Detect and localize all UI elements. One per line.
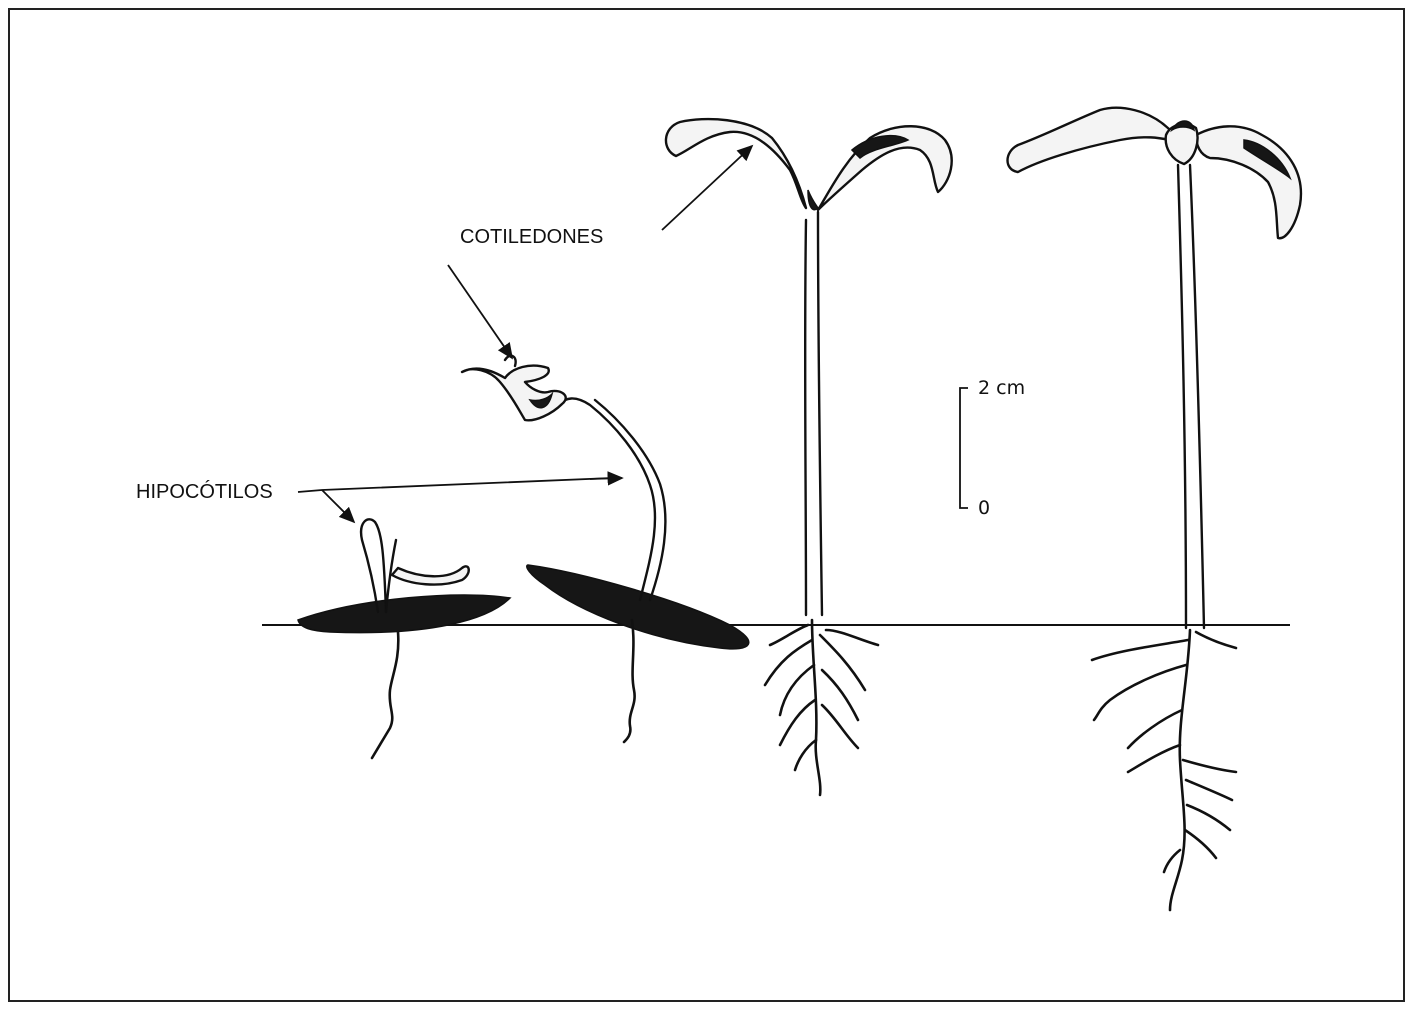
hypocotyls-arrow-right xyxy=(590,478,622,479)
cotyledons-arrow-down xyxy=(448,265,512,358)
root-1 xyxy=(372,632,398,758)
cotyledons-label: COTILEDONES xyxy=(460,226,603,248)
seed-2 xyxy=(527,565,749,649)
hypocotyls-arrow-left xyxy=(322,490,354,522)
seedling-stage-1 xyxy=(298,519,510,758)
hypocotyls-bracket xyxy=(298,478,612,492)
seed-1 xyxy=(298,595,510,633)
root-3 xyxy=(765,620,878,795)
cotyledon-2 xyxy=(462,366,566,421)
scale-bar: 2 cm 0 xyxy=(960,377,1025,519)
hypocotyls-label: HIPOCÓTILOS xyxy=(136,480,273,503)
scale-top-label: 2 cm xyxy=(978,377,1025,399)
root-4 xyxy=(1092,630,1236,910)
cotyledon-3-left xyxy=(666,119,806,208)
seedling-stage-3 xyxy=(666,119,952,795)
cotyledons-arrow-right xyxy=(662,146,752,230)
cotyledon-1 xyxy=(392,566,469,584)
seedling-stage-4 xyxy=(1008,108,1301,910)
root-2 xyxy=(624,620,635,742)
scale-bottom-label: 0 xyxy=(978,497,990,519)
cotyledon-4-left xyxy=(1008,108,1171,172)
seedling-stage-2 xyxy=(462,356,749,742)
